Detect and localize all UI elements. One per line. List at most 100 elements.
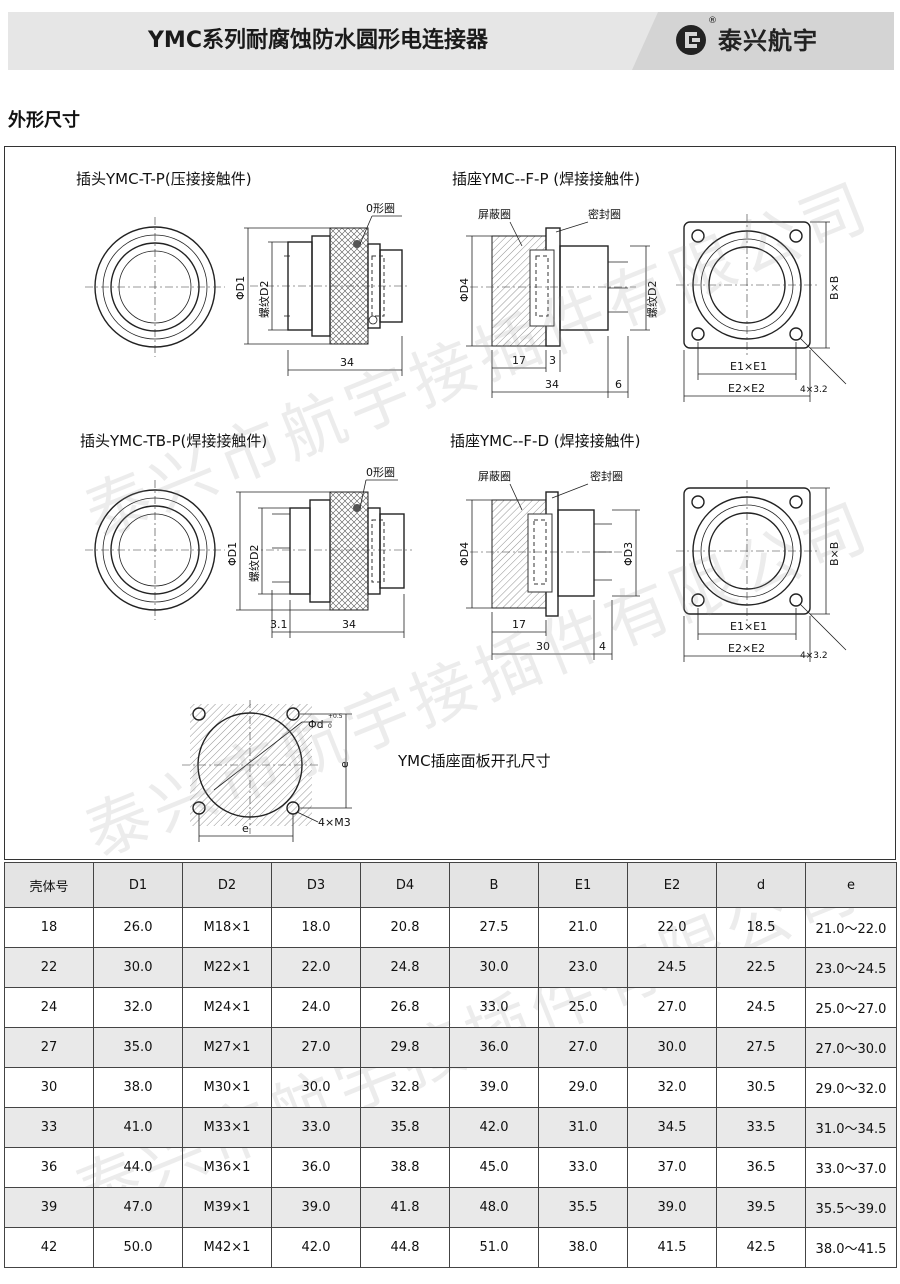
table-cell: 22 (4, 947, 94, 988)
table-cell: 24.0 (271, 987, 361, 1028)
caption-plug-tbp: 插头YMC-TB-P(焊接接触件) (80, 432, 268, 450)
dimension-drawing-frame (4, 146, 896, 860)
table-cell: M22×1 (182, 947, 272, 988)
panel-cutout-view: Φd +0.5 0 e e 4×M3 (182, 700, 352, 842)
label-4xm3: 4×M3 (318, 816, 351, 829)
table-cell: 27.0 (271, 1027, 361, 1068)
table-cell: 39.0 (627, 1187, 717, 1228)
dim-34-a: 34 (340, 356, 354, 369)
table-cell: 51.0 (449, 1227, 539, 1268)
table-cell: 33.0 (538, 1147, 628, 1188)
label-hole-a: 4×3.2 (800, 385, 828, 395)
table-cell: 47.0 (93, 1187, 183, 1228)
dim-3-1: 3.1 (270, 618, 288, 631)
table-cell: 42 (4, 1227, 94, 1268)
column-header: D4 (360, 862, 450, 908)
label-phi-d-small: Φd (308, 718, 324, 731)
label-hole-b: 4×3.2 (800, 651, 828, 661)
technical-drawings: ΦD1 螺纹D2 34 0形圈 ΦD4 螺纹D2 17 3 (85, 202, 847, 842)
table-cell: 32.8 (360, 1067, 450, 1108)
label-phi-d1-b: ΦD1 (226, 542, 239, 566)
dim-30: 30 (536, 640, 550, 653)
section-heading: 外形尺寸 (8, 110, 80, 131)
column-header: D1 (93, 862, 183, 908)
table-cell: 30.0 (627, 1027, 717, 1068)
table-cell: 27 (4, 1027, 94, 1068)
column-header: D3 (271, 862, 361, 908)
dim-4: 4 (599, 640, 606, 653)
label-bxb-b: B×B (828, 542, 841, 566)
table-cell: 30.0 (93, 947, 183, 988)
table-cell: 34.5 (627, 1107, 717, 1148)
table-cell: 38.0 (538, 1227, 628, 1268)
table-cell: 22.0 (271, 947, 361, 988)
table-cell: 27.0～30.0 (805, 1027, 897, 1068)
label-e-vert: e (338, 761, 351, 768)
label-e1xe1-a: E1×E1 (730, 360, 767, 373)
dim-34-b: 34 (545, 378, 559, 391)
label-shield-ring-a: 屏蔽圈 (478, 208, 511, 221)
table-cell: 44.0 (93, 1147, 183, 1188)
label-phi-d1: ΦD1 (234, 276, 247, 300)
registered-mark: ® (708, 16, 717, 26)
table-cell: 27.0 (627, 987, 717, 1028)
table-cell: 30.0 (271, 1067, 361, 1108)
table-cell: 36 (4, 1147, 94, 1188)
table-cell: 31.0～34.5 (805, 1107, 897, 1148)
table-cell: 24.5 (627, 947, 717, 988)
brand-name: 泰兴航宇 (718, 27, 818, 55)
table-cell: M36×1 (182, 1147, 272, 1188)
label-phi-d3: ΦD3 (622, 542, 635, 566)
label-e2xe2-b: E2×E2 (728, 642, 765, 655)
label-thread-d2: 螺纹D2 (257, 281, 271, 318)
table-cell: 42.0 (449, 1107, 539, 1148)
table-cell: 22.5 (716, 947, 806, 988)
table-cell: 20.8 (360, 907, 450, 948)
dim-3: 3 (549, 354, 556, 367)
table-cell: 33 (4, 1107, 94, 1148)
plug-tp-side-view: ΦD1 螺纹D2 34 0形圈 (234, 202, 410, 376)
caption-socket-fp: 插座YMC--F-P (焊接接触件) (452, 170, 640, 188)
caption-plug-tp: 插头YMC-T-P(压接接触件) (76, 170, 252, 188)
table-cell: 31.0 (538, 1107, 628, 1148)
table-cell: 41.5 (627, 1227, 717, 1268)
table-cell: 33.0 (271, 1107, 361, 1148)
table-cell: 42.5 (716, 1227, 806, 1268)
table-cell: 30.0 (449, 947, 539, 988)
column-header: d (716, 862, 806, 908)
table-cell: 18.0 (271, 907, 361, 948)
table-cell: 32.0 (93, 987, 183, 1028)
dim-6: 6 (615, 378, 622, 391)
label-e2xe2-a: E2×E2 (728, 382, 765, 395)
dim-17-a: 17 (512, 354, 526, 367)
column-header: E1 (538, 862, 628, 908)
table-cell: 21.0～22.0 (805, 907, 897, 948)
table-cell: 41.0 (93, 1107, 183, 1148)
table-cell: 29.0 (538, 1067, 628, 1108)
table-cell: 29.8 (360, 1027, 450, 1068)
socket-fp-side-view: ΦD4 螺纹D2 17 3 34 6 屏蔽圈 密封圈 (458, 207, 659, 398)
label-seal-ring-b: 密封圈 (590, 469, 623, 483)
plug-tp-front-view (85, 217, 225, 357)
plug-tbp-side-view: ΦD1 螺纹D2 3.1 34 0形圈 (226, 466, 412, 638)
table-cell: 30 (4, 1067, 94, 1108)
table-cell: 36.0 (449, 1027, 539, 1068)
table-cell: 45.0 (449, 1147, 539, 1188)
label-phi-d4-b: ΦD4 (458, 542, 471, 566)
column-header: D2 (182, 862, 272, 908)
table-cell: 27.0 (538, 1027, 628, 1068)
table-cell: M30×1 (182, 1067, 272, 1108)
label-seal-ring-a: 密封圈 (588, 207, 621, 221)
socket-fd-flange-view: B×B E1×E1 E2×E2 4×3.2 (676, 480, 847, 662)
dim-17-b: 17 (512, 618, 526, 631)
column-header: 壳体号 (4, 862, 94, 908)
table-cell: 39 (4, 1187, 94, 1228)
